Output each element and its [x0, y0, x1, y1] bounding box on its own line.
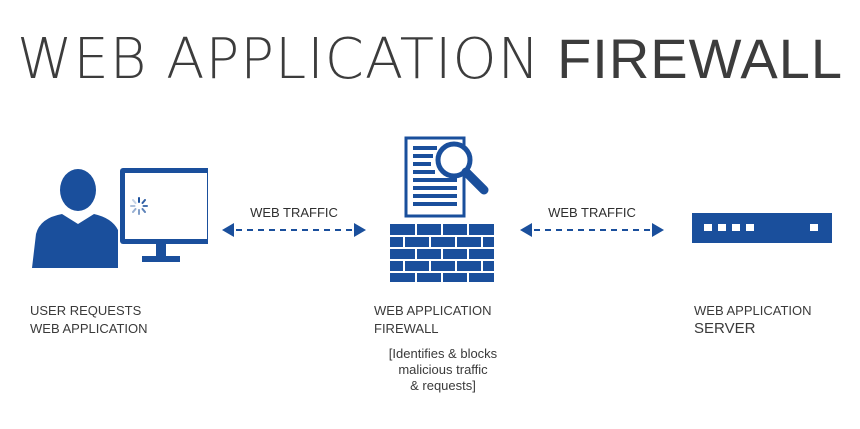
server-rack-icon: [692, 213, 832, 243]
user-at-computer-icon: [32, 168, 208, 268]
firewall-note-line1: [Identifies & blocks: [388, 346, 498, 361]
page-title: WEB APPLICATION FIREWALL: [0, 26, 860, 92]
user-caption-line2: WEB APPLICATION: [30, 321, 148, 336]
user-caption: USER REQUESTS WEB APPLICATION: [30, 302, 148, 338]
left-traffic-label: WEB TRAFFIC: [250, 205, 338, 220]
firewall-caption: WEB APPLICATION FIREWALL: [374, 302, 492, 338]
right-traffic-arrow: [520, 223, 664, 237]
title-light: WEB APPLICATION: [16, 27, 541, 92]
firewall-caption-line2: FIREWALL: [374, 321, 439, 336]
firewall-note: [Identifies & blocks malicious traffic &…: [362, 346, 524, 394]
server-caption-line1: WEB APPLICATION: [694, 303, 812, 318]
server-caption: WEB APPLICATION SERVER: [694, 302, 812, 338]
right-traffic-label: WEB TRAFFIC: [548, 205, 636, 220]
user-caption-line1: USER REQUESTS: [30, 303, 142, 318]
firewall-caption-line1: WEB APPLICATION: [374, 303, 492, 318]
firewall-note-line2: malicious traffic: [398, 362, 488, 377]
title-bold: FIREWALL: [557, 27, 844, 90]
document-magnifier-brickwall-icon: [390, 136, 494, 282]
firewall-note-line3: & requests]: [410, 378, 476, 393]
server-caption-line2: SERVER: [694, 320, 756, 337]
left-traffic-arrow: [222, 223, 366, 237]
